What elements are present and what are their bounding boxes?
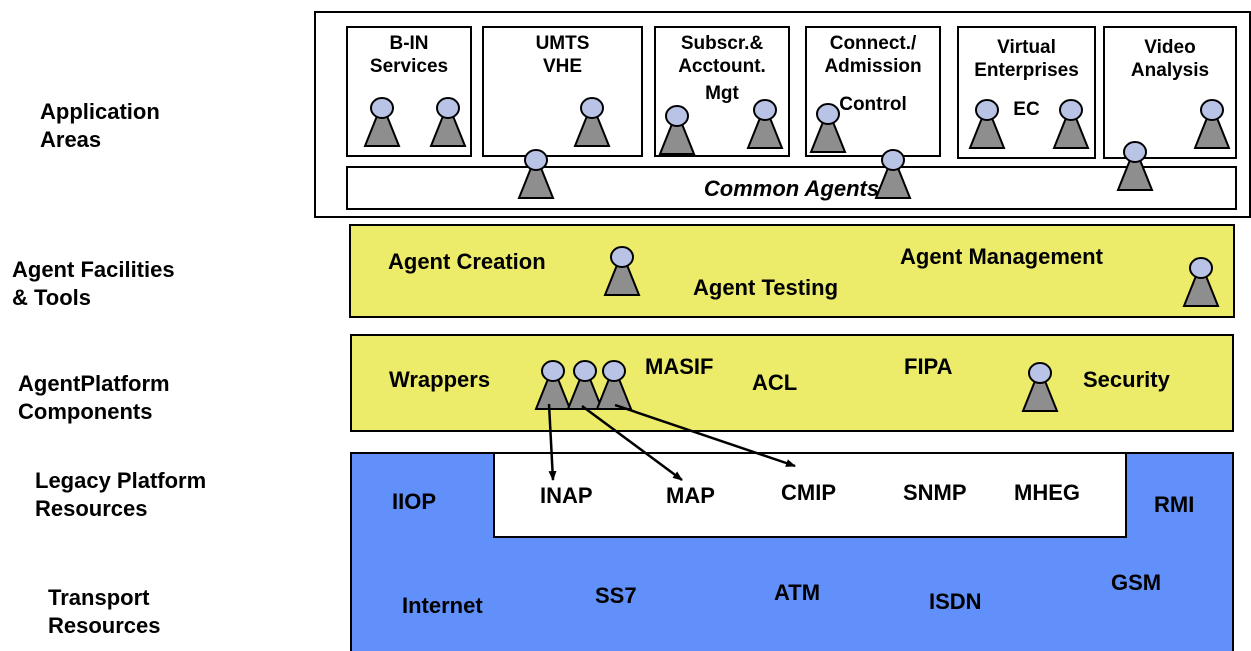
app-area-connect-admission: Connect./ Admission Control [805,26,941,157]
snmp-label: SNMP [903,480,967,505]
common-agents-label: Common Agents [703,176,880,201]
app-area-label: B-IN Services [369,33,449,77]
app-area-umts-vhe: UMTS VHE [482,26,643,157]
atm-label: ATM [774,580,821,605]
fipa-label: FIPA [904,354,953,379]
agent-creation-label: Agent Creation [388,249,546,274]
gsm-label: GSM [1111,570,1162,595]
rmi-label: RMI [1154,492,1195,517]
agent-icon [1021,362,1059,412]
layer-label-application: Application Areas [40,99,160,152]
layer-label-platform: AgentPlatform Components [18,371,170,424]
masif-label: MASIF [645,354,714,379]
app-area-label: Virtual Enterprises [974,37,1079,81]
mheg-label: MHEG [1014,480,1080,505]
legacy-protocols-box [493,452,1127,538]
agent-icon [429,97,467,147]
agent-icon [573,97,611,147]
agent-icon [1116,141,1154,191]
agent-icon [968,99,1006,149]
agent-management-label: Agent Management [900,244,1103,269]
agent-icon [534,360,572,410]
layer-label-legacy: Legacy Platform Resources [35,468,207,521]
agent-icon [809,103,847,153]
app-area-control-label: Control [839,94,907,115]
agent-icon [874,149,912,199]
agent-icon [1052,99,1090,149]
agent-icon [1182,257,1220,307]
agent-icon [363,97,401,147]
app-area-ec-label: EC [1013,99,1040,120]
app-area-label: Subscr.& Acctount. [678,33,766,77]
layer-label-transport: Transport Resources [48,585,161,638]
agent-icon [658,105,696,155]
agent-platform-panel [350,334,1234,432]
agent-facilities-panel [349,224,1235,318]
layer-label-facilities: Agent Facilities & Tools [12,257,175,310]
inap-label: INAP [540,483,593,508]
agent-icon [1193,99,1231,149]
app-area-label: Connect./ Admission [824,33,922,77]
agent-icon [746,99,784,149]
app-area-label: UMTS VHE [535,33,590,77]
isdn-label: ISDN [929,589,982,614]
app-area-mgt-label: Mgt [705,83,739,104]
app-area-label: Video Analysis [1130,37,1210,81]
cmip-label: CMIP [781,480,836,505]
agent-icon [566,360,604,410]
wrappers-label: Wrappers [389,367,491,392]
map-label: MAP [666,483,715,508]
arrow-to-inap [547,403,557,481]
agent-testing-label: Agent Testing [693,275,839,300]
ss7-label: SS7 [595,583,637,608]
common-agents-bar: Common Agents [346,166,1237,210]
acl-label: ACL [752,370,798,395]
agent-icon [517,149,555,199]
agent-icon [595,360,633,410]
internet-label: Internet [402,593,483,618]
arrow-to-cmip [614,403,796,468]
iiop-label: IIOP [392,489,437,514]
security-label: Security [1083,367,1170,392]
agent-icon [603,246,641,296]
arrow-to-map [581,404,683,482]
